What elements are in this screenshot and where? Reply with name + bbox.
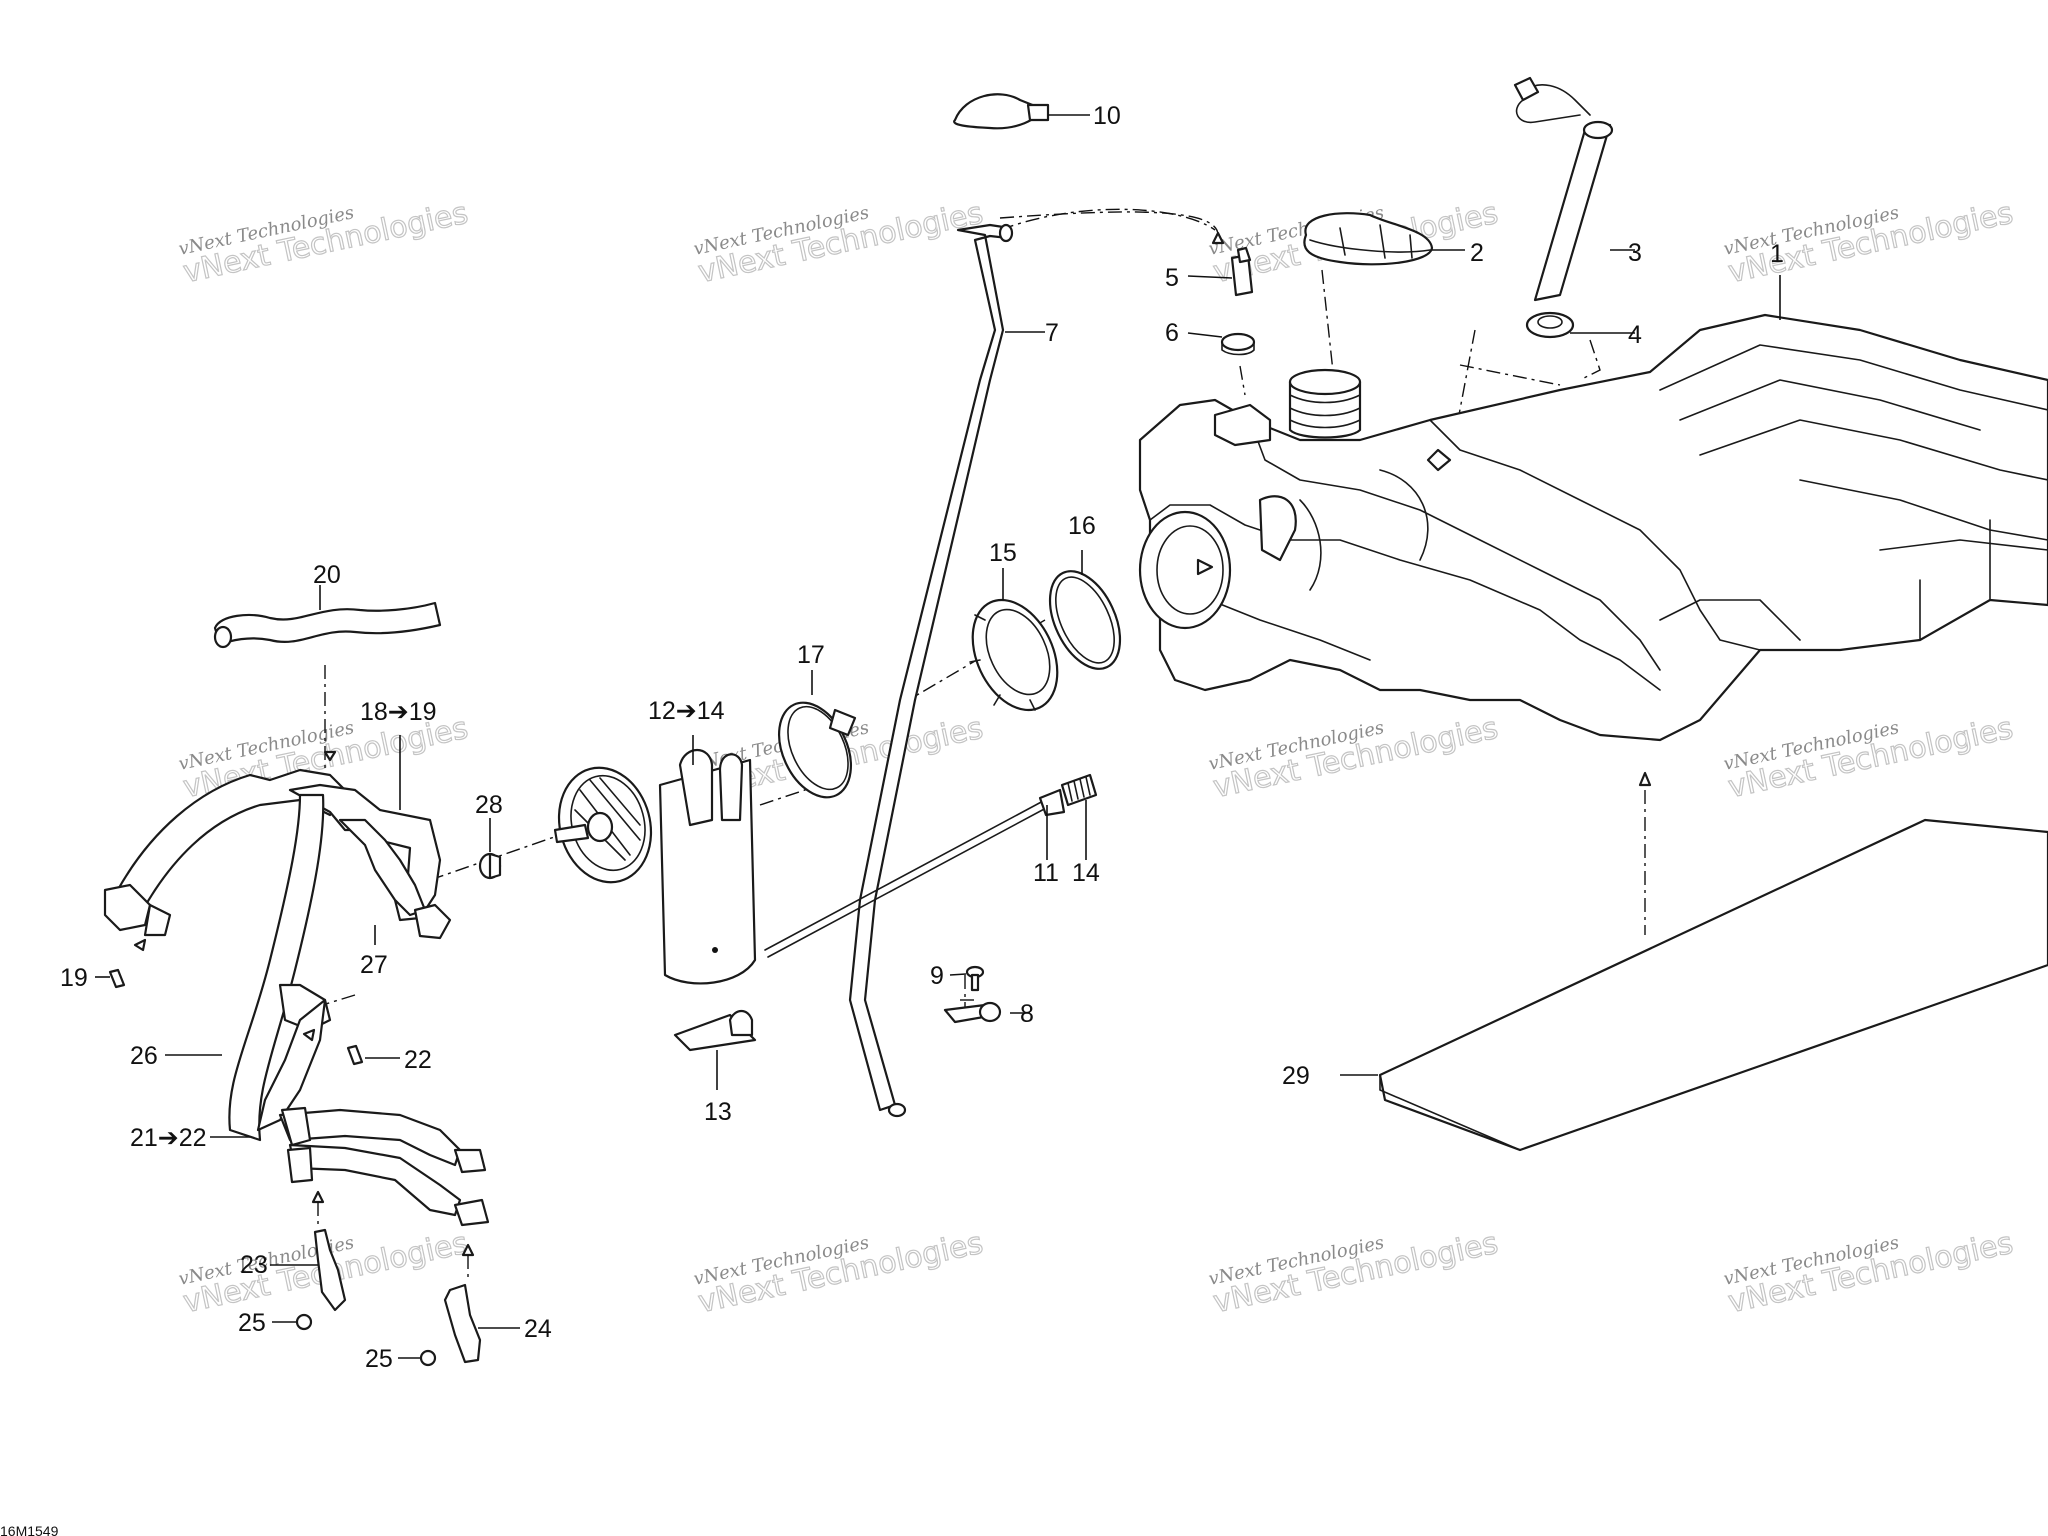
label-16: 16	[1068, 512, 1096, 540]
arrow-up	[1638, 771, 1652, 787]
watermark: vNext Technologies vNext Technologies	[1207, 1225, 1502, 1321]
label-8: 8	[1020, 1000, 1034, 1028]
label-9: 9	[930, 962, 944, 990]
label-26: 26	[130, 1042, 158, 1070]
label-23: 23	[240, 1251, 268, 1279]
label-14: 14	[1072, 859, 1100, 887]
screw	[965, 965, 985, 992]
fuel-cap	[1303, 212, 1434, 266]
grommet	[1525, 311, 1575, 339]
hose-clip-bracket	[943, 1001, 1002, 1024]
sender-rod	[764, 773, 1098, 958]
vent-hose	[848, 223, 1014, 1118]
label-21-22: 21➔22	[130, 1124, 207, 1152]
watermark: vNext Technologies vNext Technologies	[692, 195, 987, 291]
label-2: 2	[1470, 239, 1484, 267]
o-ring-seal	[1048, 570, 1122, 670]
hose-assembly	[103, 768, 490, 1227]
fuel-tank	[1138, 313, 2048, 742]
fuel-level-sensor	[1513, 76, 1614, 302]
label-25a: 25	[238, 1309, 266, 1337]
pin-19	[108, 968, 126, 989]
label-10: 10	[1093, 102, 1121, 130]
plug	[478, 852, 502, 880]
label-22: 22	[404, 1046, 432, 1074]
drawing-code: 16M1549	[0, 1523, 59, 1536]
label-1: 1	[1770, 240, 1784, 268]
arrow-pin-22	[302, 1028, 316, 1042]
label-27: 27	[360, 951, 388, 979]
pad	[1378, 818, 2048, 1152]
fuel-pump-module	[553, 749, 757, 985]
label-4: 4	[1628, 321, 1642, 349]
callout-labels: 1 2 3 4 5 6 7 8 9 10 11 12➔14 13 14 15 1…	[60, 102, 1784, 1373]
arrow-pin-19	[133, 938, 147, 952]
label-6: 6	[1165, 319, 1179, 347]
label-18-19: 18➔19	[360, 698, 437, 726]
pump-filter	[673, 1009, 757, 1052]
label-12-14: 12➔14	[648, 697, 725, 725]
rollover-valve	[1230, 246, 1254, 297]
nut-25b	[419, 1349, 437, 1367]
arrow-23	[311, 1190, 325, 1204]
arrow-20	[323, 750, 337, 762]
nut-25a	[295, 1313, 313, 1331]
watermark: vNext Technologies vNext Technologies	[1207, 710, 1502, 806]
leader-lines	[95, 114, 1781, 1359]
label-11: 11	[1033, 859, 1059, 887]
label-25b: 25	[365, 1345, 393, 1373]
label-20: 20	[313, 561, 341, 589]
watermark: vNext Technologies vNext Technologies	[1722, 195, 2017, 291]
watermark: vNext Technologies vNext Technologies	[692, 1225, 987, 1321]
label-15: 15	[989, 539, 1017, 567]
arrow-tank-valve	[1211, 231, 1225, 245]
label-29: 29	[1282, 1062, 1310, 1090]
watermark: vNext Technologies vNext Technologies	[1722, 1225, 2017, 1321]
hose-clip	[953, 93, 1050, 130]
lock-ring	[969, 598, 1059, 712]
label-13: 13	[704, 1098, 732, 1126]
watermark: vNext Technologies vNext Technologies	[1722, 710, 2017, 806]
watermark: vNext Technologies vNext Technologies	[177, 195, 472, 291]
valve-grommet	[1220, 332, 1256, 356]
label-17: 17	[797, 641, 825, 669]
bracket-24	[443, 1283, 482, 1364]
bracket-23	[313, 1228, 347, 1312]
label-24: 24	[524, 1315, 552, 1343]
label-19: 19	[60, 964, 88, 992]
label-3: 3	[1628, 239, 1642, 267]
fuel-hose-20	[213, 601, 442, 649]
label-5: 5	[1165, 264, 1179, 292]
label-7: 7	[1045, 319, 1059, 347]
fuel-pump-clamp	[778, 701, 857, 799]
label-28: 28	[475, 791, 503, 819]
pin-22	[346, 1044, 364, 1066]
